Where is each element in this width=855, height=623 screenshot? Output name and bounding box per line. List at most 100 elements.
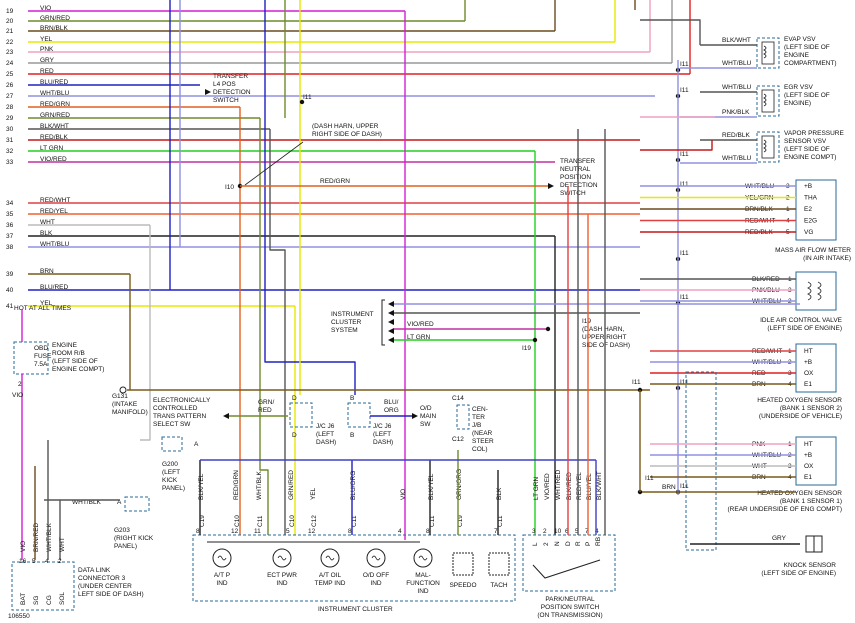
maf-label: MASS AIR FLOW METER(IN AIR INTAKE) — [775, 247, 851, 262]
row-number-29: 29 — [6, 115, 14, 122]
row-label-red: RED — [40, 68, 54, 75]
row-number-31: 31 — [6, 137, 14, 144]
row-number-27: 27 — [6, 93, 14, 100]
obd-fuse-box — [13, 341, 49, 375]
indicator-label-tach: TACH — [490, 582, 508, 589]
row-number-25: 25 — [6, 71, 14, 78]
row-label-wht-blu: WHT/BLU — [40, 90, 70, 97]
egr-vsv-coil-wind-icon — [763, 93, 767, 107]
knock-label: KNOCK SENSOR(LEFT SIDE OF ENGINE) — [761, 562, 836, 577]
wire-grn-red-drop — [259, 118, 269, 535]
row-label-blu-red: BLU/RED — [40, 284, 68, 291]
pn-wire-label-6: BLK/WHT — [596, 471, 603, 500]
row-label-red-yel: RED/YEL — [40, 208, 68, 215]
ho2s-bank1-sensor1-pin-name-2: OX — [804, 463, 814, 470]
row-label-gry: GRY — [40, 57, 55, 64]
row-number-22: 22 — [6, 39, 14, 46]
pn-pin-name-5: P — [585, 542, 592, 546]
row-label-brn: BRN — [40, 268, 54, 275]
ho2s-bank1-sensor1-pin-name-0: HT — [804, 441, 813, 448]
hot-at-all-times-label: HOT AT ALL TIMES — [14, 305, 72, 312]
vapor-vsv-coil-wind-icon — [763, 139, 767, 153]
splice-label-i11: I11 — [680, 181, 689, 188]
ics-arrow-1-icon — [388, 310, 394, 316]
instrument-cluster-box — [192, 534, 516, 602]
splice-i11-brn-label: I11 — [632, 379, 641, 386]
jc-j6-left-box — [289, 402, 313, 428]
cluster-conn-5: C11 — [351, 515, 358, 527]
row-label-vio-red: VIO/RED — [40, 156, 67, 163]
iac-label: IDLE AIR CONTROL VALVE(LEFT SIDE OF ENGI… — [760, 317, 843, 332]
cluster-wire-label-8: GRN/ORG — [456, 469, 463, 500]
pn-pin-name-3: D — [565, 541, 572, 546]
wire-blu-org — [264, 0, 356, 395]
row-label-wht-blu: WHT/BLU — [40, 241, 70, 248]
dlc-wire-label-2: WHT/BLK — [46, 522, 53, 552]
row-number-39: 39 — [6, 271, 14, 278]
pn-pin-2: 10 — [554, 528, 562, 535]
splice-i11-upper — [299, 99, 305, 105]
splice-i19-label: I19 — [522, 345, 531, 352]
wire-wht-drop — [140, 225, 151, 441]
evap-vsv-box — [756, 37, 780, 69]
wire-blk-wht-drop — [269, 129, 286, 535]
ho2s-bank1-sensor2-pin-name-3: E1 — [804, 381, 812, 388]
indicator-filament-2-icon — [325, 555, 335, 561]
dlc-pin-name-2: CG — [46, 595, 53, 605]
row-label-blu-red: BLU/RED — [40, 79, 68, 86]
ics-brace — [381, 299, 385, 346]
shield-dash-box — [685, 371, 717, 551]
ics-arrow-4-icon — [388, 337, 394, 343]
pn-pin-0: 3 — [532, 528, 536, 535]
cluster-pin-6: 4 — [398, 528, 402, 535]
ho2s-bank1-sensor2-pin-name-0: HT — [804, 348, 813, 355]
maf-pin-name-2: E2 — [804, 206, 812, 213]
dlc-wire-label-0: VIO — [20, 541, 27, 552]
splice-i19b — [532, 337, 538, 343]
cluster-conn-9: C11 — [497, 515, 504, 527]
indicator-label-speedo: SPEEDO — [449, 582, 476, 589]
jc-right-b-bot: B — [350, 432, 354, 439]
pn-pin-name-1: 2 — [543, 542, 550, 546]
dlc-box — [11, 561, 75, 611]
park-neutral-box — [522, 534, 616, 592]
instrument-cluster-label: INSTRUMENT CLUSTER — [318, 606, 393, 613]
splice-label-i11: I11 — [680, 61, 689, 68]
indicator-filament-3-icon — [371, 555, 381, 561]
center-jb-box — [456, 404, 470, 430]
ics-arrow-0-icon — [388, 301, 394, 307]
splice-i10-label: I10 — [225, 184, 234, 191]
od-main-arrow-icon — [412, 413, 418, 419]
ics-arrow-3-icon — [388, 328, 394, 334]
cluster-conn-7: C11 — [429, 515, 436, 527]
dlc-pin-name-1: SG — [33, 596, 40, 605]
ics-arrow-2-icon — [388, 319, 394, 325]
dlc-pin-2: 2 — [58, 558, 62, 565]
wire-vio-label: VIO — [12, 392, 23, 399]
splice-i11-brn2-label: I11 — [645, 475, 654, 482]
pn-pin-5: 7 — [585, 528, 589, 535]
pn-pin-6: 4 — [595, 528, 599, 535]
maf-pin-name-1: THA — [804, 195, 818, 202]
ho2s-bank1-sensor1-pin-name-3: E1 — [804, 474, 812, 481]
evap-vsv-coil-icon — [761, 41, 775, 65]
pn-pin-4: 5 — [575, 528, 579, 535]
dlc-pin-5: 5 — [32, 558, 36, 565]
row-number-38: 38 — [6, 244, 14, 251]
splice-label-i11: I11 — [680, 87, 689, 94]
maf-box — [795, 179, 837, 241]
cluster-wire-label-6: VIO — [400, 489, 407, 500]
